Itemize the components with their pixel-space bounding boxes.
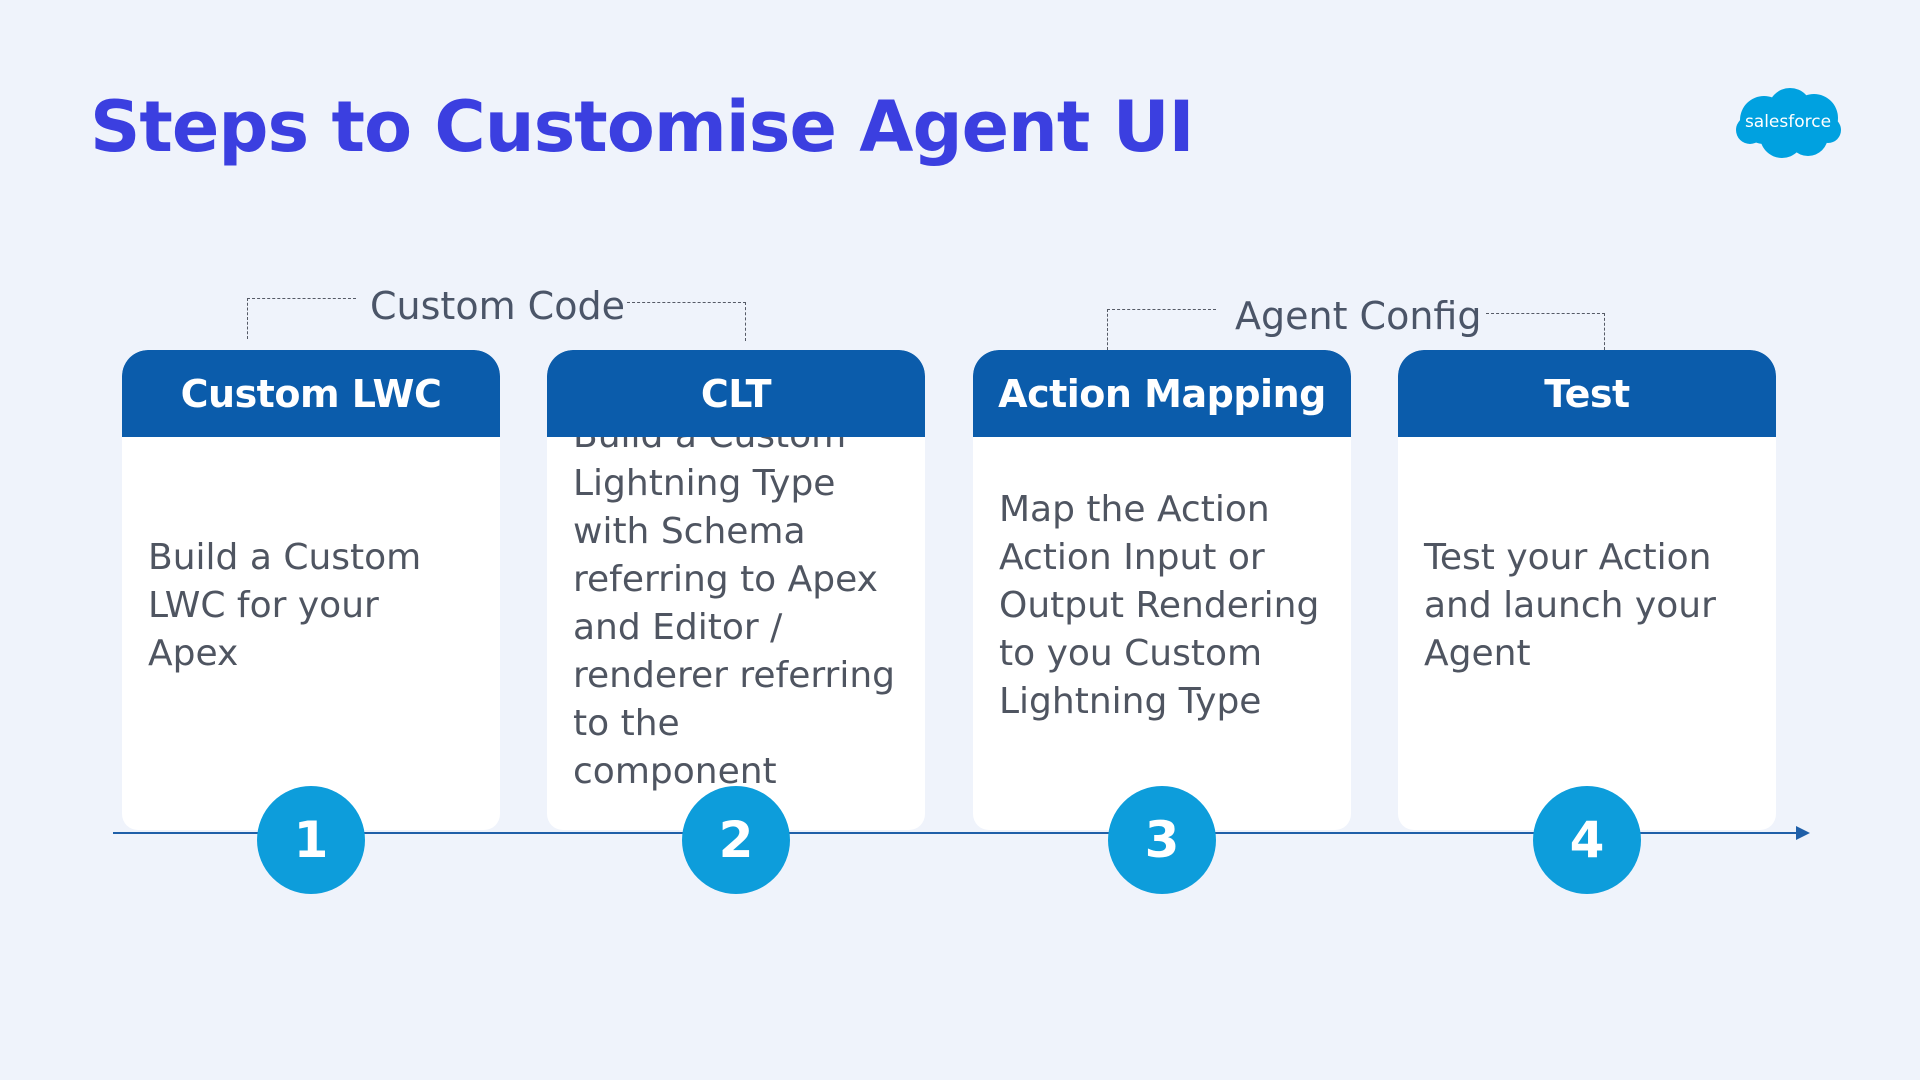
description-line: LWC for your <box>148 585 379 626</box>
description-line: and Editor / <box>573 607 783 648</box>
salesforce-logo: salesforce <box>1734 86 1842 162</box>
step-heading: Action Mapping <box>973 350 1351 437</box>
description-line: Lightning Type <box>573 463 836 504</box>
group-label-custom-code: Custom Code <box>370 284 625 328</box>
description-line: Lightning Type <box>999 681 1262 722</box>
custom-code-bracket-right <box>627 302 746 341</box>
step-card-custom-lwc: Custom LWC Build a Custom LWC for your A… <box>122 350 500 830</box>
description-line: to you Custom <box>999 633 1263 674</box>
step-description: Map the Action Action Input or Output Re… <box>999 486 1329 726</box>
description-line: referring to Apex <box>573 559 878 600</box>
description-line: with Schema <box>573 511 806 552</box>
step-number-3: 3 <box>1108 786 1216 894</box>
description-line: Apex <box>148 633 239 674</box>
agent-config-bracket-left <box>1107 309 1216 350</box>
description-line: Agent <box>1424 633 1531 674</box>
step-heading: Custom LWC <box>122 350 500 437</box>
step-card-test: Test Test your Action and launch your Ag… <box>1398 350 1776 830</box>
description-line: component <box>573 751 777 792</box>
step-description: Build a Custom LWC for your Apex <box>148 534 478 678</box>
description-line: Map the Action <box>999 489 1270 530</box>
logo-text: salesforce <box>1744 112 1832 132</box>
description-line: and launch your <box>1424 585 1716 626</box>
step-number-1: 1 <box>257 786 365 894</box>
timeline-line <box>113 832 1799 834</box>
description-line: Build a Custom <box>148 537 422 578</box>
step-number-2: 2 <box>682 786 790 894</box>
custom-code-bracket-left <box>247 298 356 339</box>
description-line: Output Rendering <box>999 585 1320 626</box>
step-card-clt: Build a Custom Lightning Type with Schem… <box>547 350 925 830</box>
step-card-action-mapping: Action Mapping Map the Action Action Inp… <box>973 350 1351 830</box>
agent-config-bracket-right <box>1486 313 1605 350</box>
step-number-4: 4 <box>1533 786 1641 894</box>
group-label-agent-config: Agent Config <box>1235 294 1482 338</box>
description-line: Action Input or <box>999 537 1265 578</box>
description-line: Test your Action <box>1424 537 1712 578</box>
description-line: to the <box>573 703 680 744</box>
step-heading: Test <box>1398 350 1776 437</box>
cloud-icon <box>1736 88 1841 158</box>
step-description: Build a Custom Lightning Type with Schem… <box>573 412 903 796</box>
step-description: Test your Action and launch your Agent <box>1424 534 1754 678</box>
page-title: Steps to Customise Agent UI <box>90 86 1195 168</box>
timeline-arrow-icon <box>1796 826 1810 840</box>
step-heading: CLT <box>547 350 925 437</box>
description-line: renderer referring <box>573 655 895 696</box>
